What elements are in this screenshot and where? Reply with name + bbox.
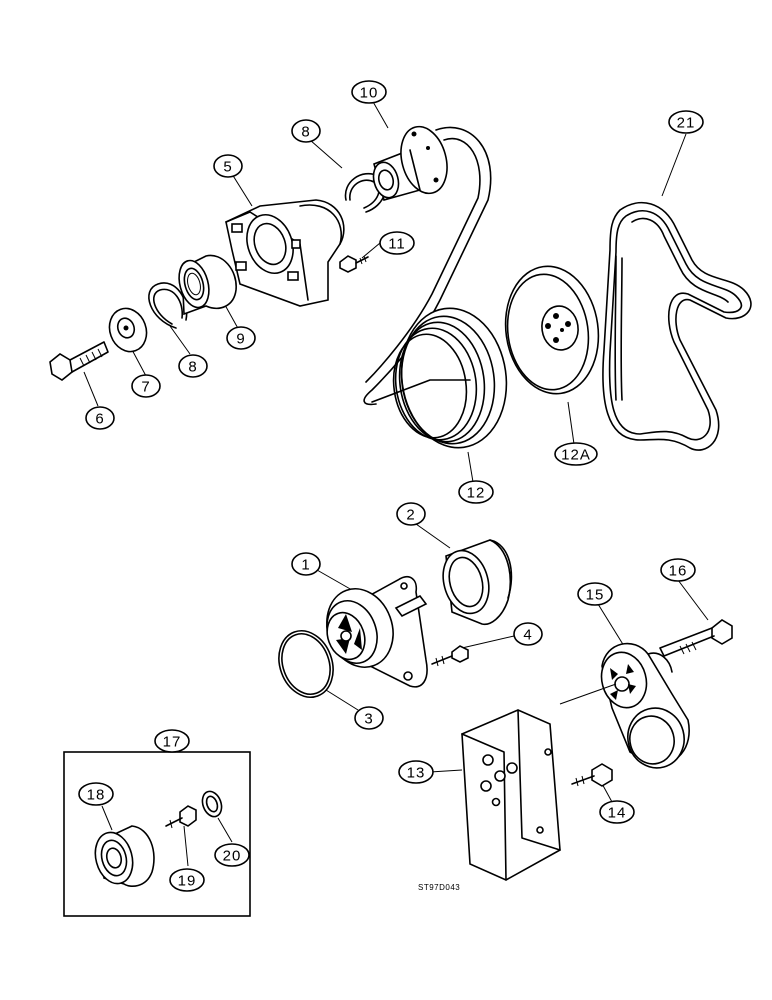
callout-label: 20 [223, 848, 242, 865]
drawing-code: ST97D043 [418, 883, 460, 892]
callout-1: 1 [291, 552, 321, 576]
callout-label: 15 [586, 587, 605, 604]
callout-label: 18 [87, 787, 106, 804]
callout-10: 10 [351, 80, 387, 104]
inset-kit-part-17 [63, 751, 251, 917]
sleeve-part-2 [442, 539, 513, 626]
callout-15: 15 [577, 582, 613, 606]
pulley-part-18 [94, 825, 155, 887]
o-ring-part-3 [278, 630, 334, 698]
hub-part-10 [372, 125, 448, 201]
callout-label: 14 [608, 805, 627, 822]
callout-12: 12 [458, 480, 494, 504]
callout-8-lower: 8 [178, 354, 208, 378]
callout-label: 11 [388, 236, 406, 253]
callout-label: 17 [163, 734, 182, 751]
callout-label: 4 [523, 627, 532, 644]
callout-16: 16 [660, 558, 696, 582]
callout-label: 12 [467, 485, 486, 502]
callout-21: 21 [668, 110, 704, 134]
callout-label: 10 [360, 85, 379, 102]
callout-11: 11 [379, 231, 415, 255]
callout-20: 20 [214, 843, 250, 867]
housing-part-5 [225, 199, 345, 307]
washer-part-7 [108, 307, 148, 353]
callout-17: 17 [154, 729, 190, 753]
callout-label: 7 [141, 379, 150, 396]
callout-3: 3 [354, 706, 384, 730]
callout-label: 13 [407, 765, 426, 782]
callout-6: 6 [85, 406, 115, 430]
plate-part-13 [461, 709, 561, 881]
bolt-part-19 [165, 805, 197, 829]
callout-label: 21 [677, 115, 696, 132]
leader-lines [83, 99, 709, 803]
callout-8-upper: 8 [291, 119, 321, 143]
callout-13: 13 [398, 760, 434, 784]
callout-label: 9 [236, 331, 245, 348]
callout-label: 16 [669, 563, 688, 580]
callout-9: 9 [226, 326, 256, 350]
callout-label: 19 [178, 873, 197, 890]
pulley-part-12A [504, 265, 600, 395]
bolt-part-14 [571, 763, 613, 787]
pulley-part-12 [371, 307, 508, 449]
callout-2: 2 [396, 502, 426, 526]
callout-label: 8 [301, 124, 310, 141]
callout-label: 5 [223, 159, 232, 176]
washer-part-20 [201, 790, 223, 818]
bolt-part-6 [49, 341, 109, 381]
callout-4: 4 [513, 622, 543, 646]
callout-14: 14 [599, 800, 635, 824]
callout-label: 1 [301, 557, 310, 574]
callout-7: 7 [131, 374, 161, 398]
water-pump-part-1 [326, 576, 428, 688]
tensioner-part-15 [559, 642, 690, 769]
callout-label: 2 [406, 507, 415, 524]
callout-12A: 12A [554, 442, 598, 466]
callout-label: 3 [364, 711, 373, 728]
bolt-part-16 [659, 619, 733, 657]
belt-part-21 [602, 201, 752, 451]
bolt-part-4 [431, 645, 469, 667]
callout-19: 19 [169, 868, 205, 892]
bolt-part-11 [339, 255, 369, 273]
callout-label: 12A [561, 447, 591, 464]
callout-label: 6 [95, 411, 104, 428]
callout-label: 8 [188, 359, 197, 376]
bearing-part-9 [178, 254, 237, 316]
callout-18: 18 [78, 782, 114, 806]
callout-5: 5 [213, 154, 243, 178]
